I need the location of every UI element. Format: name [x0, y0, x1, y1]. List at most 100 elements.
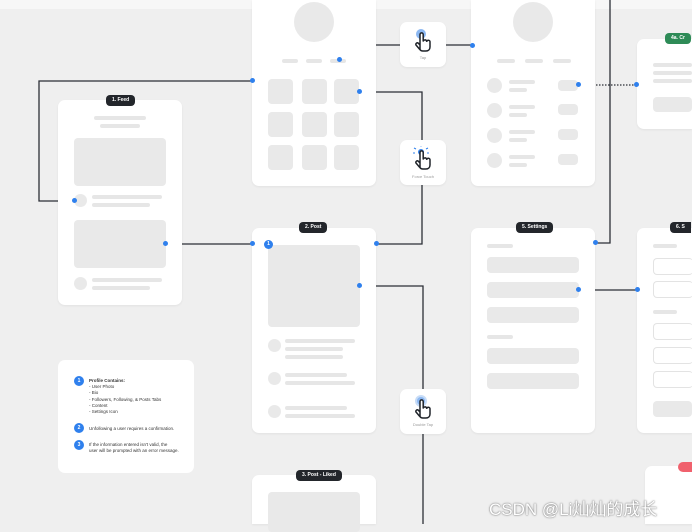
gesture-force-touch: Force Touch	[400, 140, 446, 185]
grid-tile[interactable]	[334, 112, 359, 137]
gesture-label-force-touch: Force Touch	[412, 174, 434, 179]
comment-line	[285, 373, 347, 377]
connector-top-to-settings	[595, 0, 611, 244]
comment-line	[285, 414, 355, 418]
note-3-line: If the information entered isn't valid, …	[89, 442, 168, 447]
feed-text-line	[92, 203, 150, 207]
user-name-line	[509, 105, 535, 109]
user-name-line	[509, 80, 535, 84]
screen-label-confirmation: 4a. Cr	[665, 33, 691, 44]
post-image[interactable]	[268, 245, 360, 327]
user-sub-line	[509, 163, 527, 167]
screen-label-post-liked: 3. Post - Liked	[296, 470, 342, 481]
grid-tile[interactable]	[302, 112, 327, 137]
comment-line	[285, 339, 355, 343]
comment-avatar	[268, 339, 281, 352]
grid-tile[interactable]	[334, 145, 359, 170]
screen-settings-detail[interactable]	[637, 228, 692, 433]
screen-followers-list[interactable]	[471, 0, 595, 186]
grid-tile[interactable]	[268, 145, 293, 170]
screen-label-settings-detail: 6. S	[670, 222, 691, 233]
follow-button[interactable]	[558, 154, 578, 165]
connector-dot	[72, 198, 77, 203]
text-line	[653, 63, 692, 67]
connector-dot	[337, 57, 342, 62]
comment-line	[285, 381, 355, 385]
user-avatar	[487, 128, 502, 143]
connector-dot	[374, 241, 379, 246]
user-avatar	[487, 78, 502, 93]
note-2-text: Unfollowing a user requires a confirmati…	[89, 426, 175, 431]
note-3-text: If the information entered isn't valid, …	[89, 442, 179, 454]
form-field[interactable]	[653, 347, 692, 364]
tab-placeholder	[525, 59, 543, 63]
note-1-item: - User Photo	[89, 384, 115, 390]
note-1-item: - Followers, Following, & Posts Tabs	[89, 396, 162, 402]
red-indicator	[678, 462, 692, 472]
note-1-title: Profile Contains:	[89, 378, 126, 383]
profile-photo	[513, 2, 553, 42]
follow-button[interactable]	[558, 129, 578, 140]
form-field[interactable]	[653, 258, 692, 275]
user-avatar	[487, 153, 502, 168]
profile-photo	[294, 2, 334, 42]
connector-dot	[250, 78, 255, 83]
user-sub-line	[509, 138, 527, 142]
grid-tile[interactable]	[302, 145, 327, 170]
settings-row[interactable]	[487, 373, 579, 389]
grid-tile[interactable]	[334, 79, 359, 104]
note-number-2: 2	[74, 423, 84, 433]
section-title-line	[653, 244, 677, 248]
form-field[interactable]	[653, 281, 692, 298]
connector-dot	[357, 89, 362, 94]
grid-tile[interactable]	[268, 112, 293, 137]
form-field[interactable]	[653, 323, 692, 340]
screen-profile-grid[interactable]	[252, 0, 376, 186]
settings-row[interactable]	[487, 282, 579, 298]
feed-image[interactable]	[74, 220, 166, 268]
settings-row[interactable]	[487, 307, 579, 323]
tab-placeholder	[282, 59, 298, 63]
post-image[interactable]	[268, 492, 360, 532]
tap-gesture-icon	[415, 29, 431, 52]
text-line	[653, 71, 692, 75]
follow-button[interactable]	[558, 104, 578, 115]
connector-dot	[576, 82, 581, 87]
feed-image[interactable]	[74, 138, 166, 186]
feed-text-line	[92, 278, 162, 282]
settings-row[interactable]	[487, 348, 579, 364]
screen-label-feed: 1. Feed	[106, 95, 136, 106]
note-1-item: - Content	[89, 402, 108, 408]
comment-line	[285, 406, 347, 410]
tab-placeholder	[553, 59, 571, 63]
form-field[interactable]	[653, 371, 692, 388]
screen-partial	[645, 462, 692, 524]
force-touch-gesture-icon	[413, 146, 431, 170]
header-line	[100, 124, 140, 128]
tab-placeholder	[497, 59, 515, 63]
connector-dot	[470, 43, 475, 48]
annotation-notes: 1 Profile Contains: - User Photo - Bio -…	[58, 360, 194, 473]
confirm-button[interactable]	[653, 97, 692, 112]
watermark: CSDN @Li灿灿的成长	[489, 500, 658, 519]
screen-confirmation[interactable]	[637, 39, 692, 129]
grid-tile[interactable]	[302, 79, 327, 104]
note-number-1: 1	[74, 376, 84, 386]
comment-line	[285, 347, 343, 351]
screen-post-liked[interactable]	[252, 475, 376, 532]
gesture-double-tap: Double Tap	[400, 389, 446, 434]
connector-dot	[634, 82, 639, 87]
user-name-line	[509, 155, 535, 159]
screen-feed[interactable]	[58, 100, 182, 305]
grid-tile[interactable]	[268, 79, 293, 104]
follow-button[interactable]	[558, 80, 578, 91]
screen-post[interactable]	[252, 228, 376, 433]
section-title-line	[487, 244, 513, 248]
settings-row[interactable]	[487, 257, 579, 273]
screen-settings[interactable]	[471, 228, 595, 433]
gesture-tap: Tap	[400, 22, 446, 67]
tab-placeholder	[306, 59, 322, 63]
save-button[interactable]	[653, 401, 692, 417]
note-number-3: 3	[74, 440, 84, 450]
section-title-line	[653, 310, 677, 314]
